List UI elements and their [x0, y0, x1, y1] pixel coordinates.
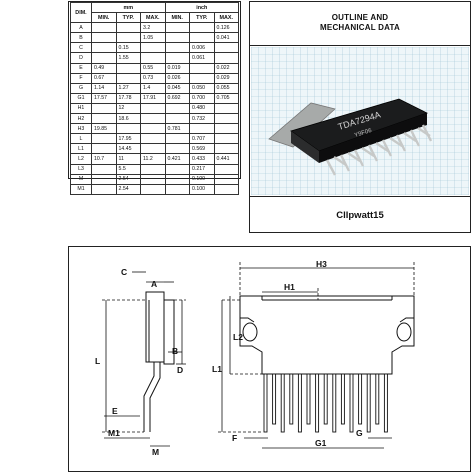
pin-lead	[289, 373, 294, 425]
outline-title-line1: OUTLINE AND	[331, 13, 389, 22]
label-L2: L2	[233, 332, 243, 342]
chip-heatsink-tab	[268, 102, 336, 148]
label-F: F	[232, 433, 237, 443]
pin-lead	[306, 373, 311, 425]
label-D: D	[177, 365, 183, 375]
side-view	[143, 291, 175, 432]
dim-value-cell	[91, 183, 117, 195]
dim-value-cell	[213, 183, 239, 195]
pin-lead	[332, 373, 337, 433]
pin-lead	[358, 373, 363, 425]
label-B: B	[172, 346, 178, 356]
chip-pins	[325, 124, 433, 176]
pin-lead	[340, 373, 345, 425]
pin-lead	[323, 373, 328, 425]
package-name: Cllpwatt15	[336, 210, 384, 221]
package-photo: TDA7294A Y9F06	[251, 47, 469, 195]
pin-lead	[375, 373, 380, 425]
label-M: M	[152, 447, 159, 457]
side-view-dimensions	[102, 271, 186, 447]
outline-panel-divider-top	[249, 45, 471, 46]
front-view	[239, 295, 415, 375]
label-G: G	[356, 428, 363, 438]
pin-lead	[366, 373, 371, 433]
pin-lead	[315, 373, 320, 433]
label-C: C	[121, 267, 127, 277]
label-H3: H3	[316, 259, 327, 269]
pin-lead	[297, 373, 302, 433]
label-H1: H1	[284, 282, 295, 292]
dimension-table: DIM. mm inch MIN. TYP. MAX. MIN. TYP. MA…	[70, 1, 239, 195]
label-L: L	[95, 356, 100, 366]
label-L1: L1	[212, 364, 222, 374]
label-G1: G1	[315, 438, 327, 448]
pin-lead	[349, 373, 354, 433]
label-E: E	[112, 406, 118, 416]
label-M1: M1	[108, 428, 120, 438]
pin-lead	[263, 373, 268, 433]
chip-marking-2: Y9F06	[354, 128, 373, 139]
dimension-labels: C A B D L E M1 M H3 H1 L1 L2 F G1 G	[95, 259, 363, 457]
outline-title-line2: MECHANICAL DATA	[320, 23, 400, 32]
outline-title: OUTLINE AND MECHANICAL DATA	[251, 3, 469, 43]
dim-label-cell: M1	[70, 183, 92, 195]
pin-lead	[383, 373, 388, 433]
pin-lead	[280, 373, 285, 433]
front-view-pins	[263, 373, 388, 433]
label-A: A	[151, 279, 157, 289]
front-view-dimensions	[218, 262, 415, 449]
pin-lead	[272, 373, 277, 425]
outline-panel-divider-bottom	[249, 196, 471, 197]
